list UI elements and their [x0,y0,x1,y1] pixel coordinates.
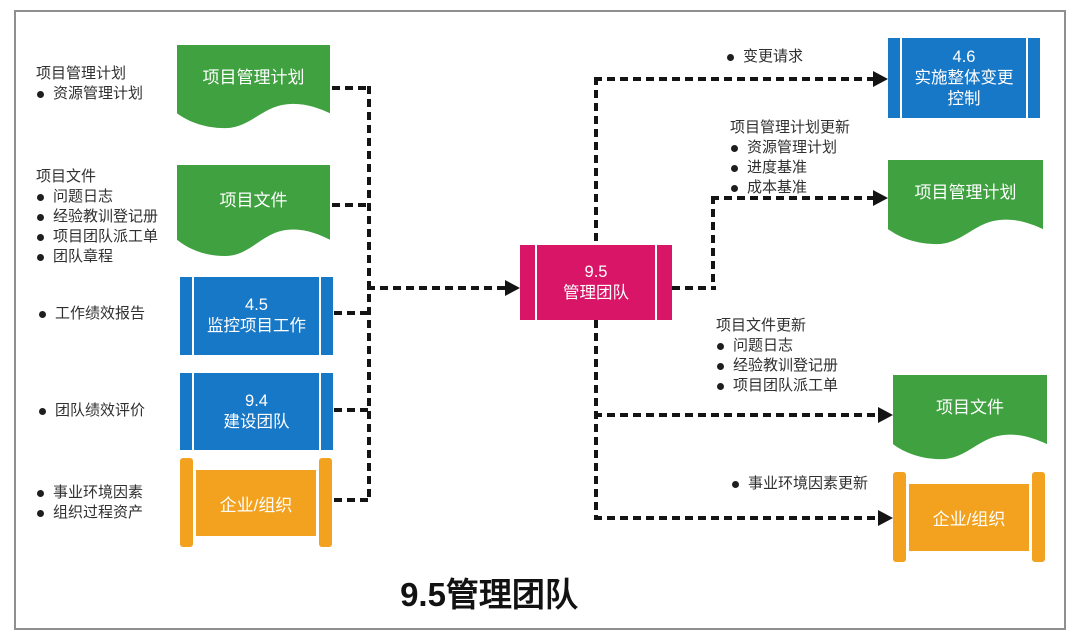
input-label-pm-plan: 项目管理计划 资源管理计划 [36,64,143,104]
process-box-4-6: 4.6 实施整体变更控制 [888,38,1040,118]
connector-left-spine [367,86,371,502]
connector-4-5-to-spine [334,311,369,315]
label-title: 项目管理计划 [36,65,127,82]
process-divider [535,245,537,320]
connector-eef-updates [594,516,878,520]
process-divider [319,277,321,355]
arrowhead-into-pm-plan-doc [873,190,888,206]
connector-doc-updates [594,413,878,417]
shape-label: 项目文件 [219,190,288,210]
input-label-proj-docs: 项目文件 问题日志 经验教训登记册 项目团队派工单 团队章程 [36,167,158,267]
document-wave-icon [893,375,1047,460]
scroll-bar-icon [1032,472,1045,562]
scroll-bar-icon [893,472,906,562]
process-divider [1026,38,1028,118]
process-name: 监控项目工作 [207,317,306,335]
scroll-bar-icon [319,458,332,547]
process-divider [192,373,194,450]
label-title: 项目文件 [36,168,97,185]
connector-process-right-stub [672,286,716,290]
bullet-item: 进度基准 [730,158,850,178]
process-name: 管理团队 [563,283,629,302]
bullet-item: 资源管理计划 [36,84,143,104]
output-label-doc-updates: 项目文件更新 问题日志 经验教训登记册 项目团队派工单 [716,316,838,396]
shape-label: 企业/组织 [909,484,1029,551]
connector-process-top-riser [594,77,598,245]
process-divider [319,373,321,450]
process-number: 9.4 [245,391,268,410]
output-label-pm-plan-updates: 项目管理计划更新 资源管理计划 进度基准 成本基准 [730,118,850,198]
input-label-work-performance: 工作绩效报告 [38,304,145,324]
bullet-item: 变更请求 [726,47,803,67]
document-shape-proj-docs-right: 项目文件 [893,375,1047,460]
process-name: 实施整体变更控制 [914,68,1014,108]
diagram-title: 9.5管理团队 [400,576,578,613]
bullet-item: 事业环境因素更新 [731,474,868,494]
bullet-item: 经验教训登记册 [716,356,838,376]
bullet-item: 成本基准 [730,178,850,198]
process-number: 9.5 [584,262,608,281]
bullet-item: 团队章程 [36,247,158,267]
input-label-team-performance: 团队绩效评价 [38,401,145,421]
scroll-bar-icon [180,458,193,547]
bullet-item: 问题日志 [716,336,838,356]
label-title: 项目文件更新 [716,317,807,334]
bullet-item: 项目团队派工单 [716,376,838,396]
process-box-9-4: 9.4 建设团队 [180,373,333,450]
output-label-eef-updates: 事业环境因素更新 [731,474,868,494]
document-shape-pm-plan-right: 项目管理计划 [888,160,1043,245]
process-number: 4.6 [952,47,976,66]
process-divider [655,245,657,320]
output-label-change-requests: 变更请求 [726,47,803,67]
bullet-item: 经验教训登记册 [36,207,158,227]
process-name: 建设团队 [223,412,290,431]
bullet-item: 事业环境因素 [36,483,143,503]
connector-pm-plan-updates [711,196,873,200]
connector-process-bottom-riser [594,320,598,520]
bullet-item: 资源管理计划 [730,138,850,158]
connector-proj-docs-to-spine [332,203,369,207]
bullet-item: 团队绩效评价 [38,401,145,421]
enterprise-scroll-left: 企业/组织 [180,458,332,547]
arrowhead-into-4-6 [873,71,888,87]
input-label-eef-opa: 事业环境因素 组织过程资产 [36,483,143,523]
process-number: 4.5 [245,296,268,314]
document-shape-pm-plan-left: 项目管理计划 [177,45,330,129]
document-wave-icon [177,165,330,257]
connector-change-requests [594,77,873,81]
label-title: 项目管理计划更新 [730,119,851,136]
connector-pm-plan-updates-riser [711,196,715,290]
arrowhead-into-proj-docs [878,407,893,423]
process-divider [192,277,194,355]
document-wave-icon [888,160,1043,245]
arrowhead-into-enterprise [878,510,893,526]
document-wave-icon [177,45,330,129]
enterprise-scroll-right: 企业/组织 [893,472,1045,562]
connector-inputs-to-process [367,286,507,290]
connector-9-4-to-spine [334,408,369,412]
bullet-item: 问题日志 [36,187,158,207]
bullet-item: 项目团队派工单 [36,227,158,247]
shape-label: 项目文件 [936,398,1004,418]
bullet-item: 工作绩效报告 [38,304,145,324]
shape-label: 企业/组织 [196,470,316,536]
shape-label: 项目管理计划 [202,67,305,87]
arrowhead-into-9-5 [505,280,520,296]
document-shape-proj-docs-left: 项目文件 [177,165,330,257]
shape-label: 项目管理计划 [914,183,1017,203]
connector-pm-plan-to-spine [332,86,369,90]
bullet-item: 组织过程资产 [36,503,143,523]
process-box-9-5: 9.5 管理团队 [520,245,672,320]
process-box-4-5: 4.5 监控项目工作 [180,277,333,355]
connector-enterprise-to-spine [334,498,369,502]
process-divider [900,38,902,118]
